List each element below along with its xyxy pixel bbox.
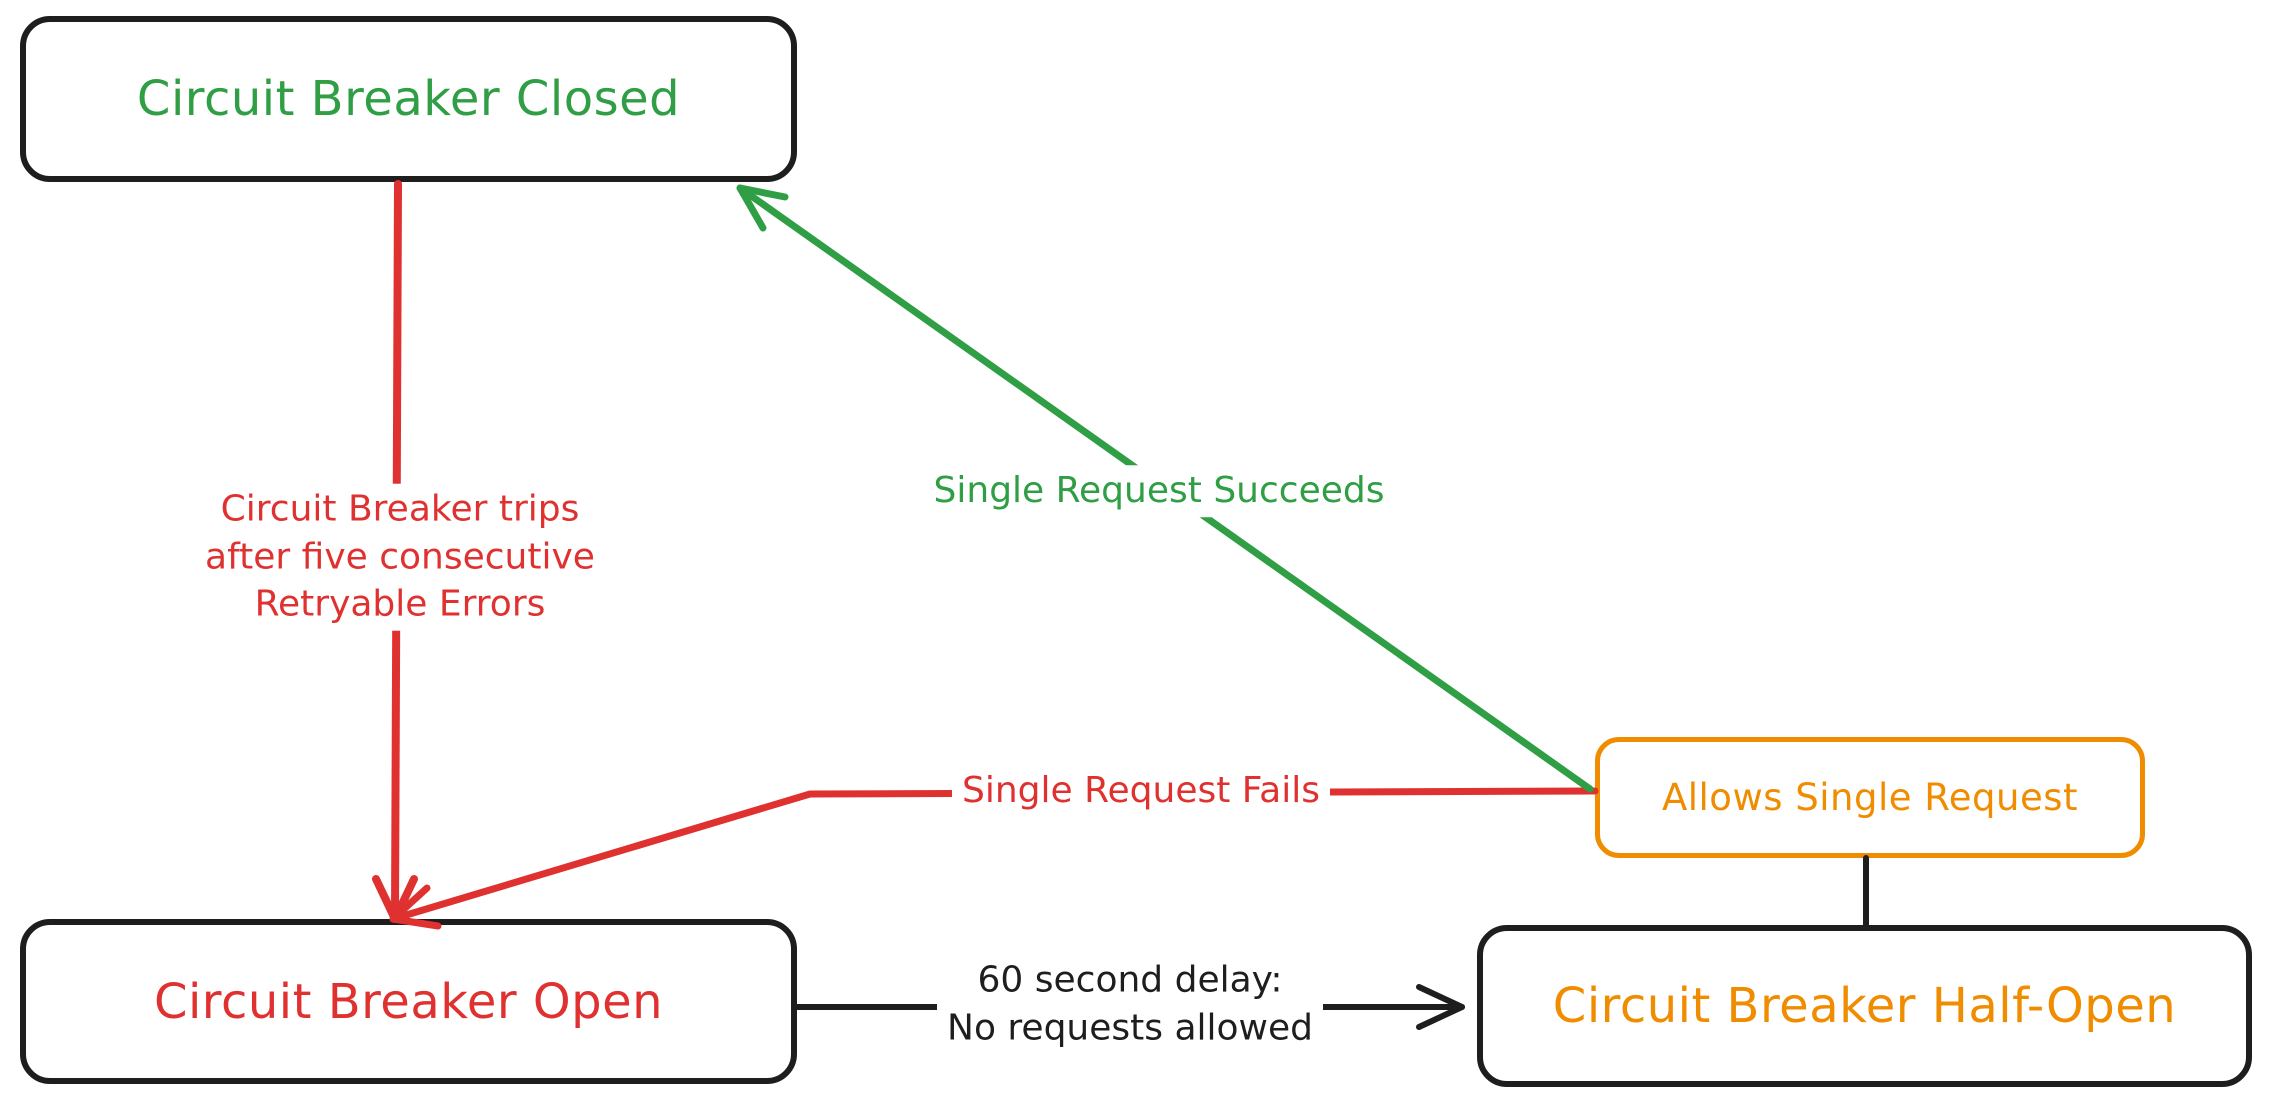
edge-label-single-request-fails: Single Request Fails [951,765,1331,817]
state-node-circuit-breaker-half-open: Circuit Breaker Half-Open [1477,925,2252,1087]
trip-arrowhead [372,875,418,923]
edge-label-single-request-succeeds: Single Request Succeeds [923,465,1395,517]
node-allows-single-request-label: Allows Single Request [1661,776,2079,819]
state-node-half-open-label: Circuit Breaker Half-Open [1552,978,2177,1034]
edge-label-60-second-delay: 60 second delay: No requests allowed [937,954,1323,1054]
node-allows-single-request: Allows Single Request [1595,737,2145,858]
edge-label-trip: Circuit Breaker trips after five consecu… [195,483,605,631]
success-arrowhead [736,184,789,232]
delay-arrowhead [1416,984,1465,1030]
state-node-closed-label: Circuit Breaker Closed [136,71,681,127]
state-node-circuit-breaker-closed: Circuit Breaker Closed [20,16,797,182]
state-node-circuit-breaker-open: Circuit Breaker Open [20,919,797,1084]
state-node-open-label: Circuit Breaker Open [153,973,664,1030]
